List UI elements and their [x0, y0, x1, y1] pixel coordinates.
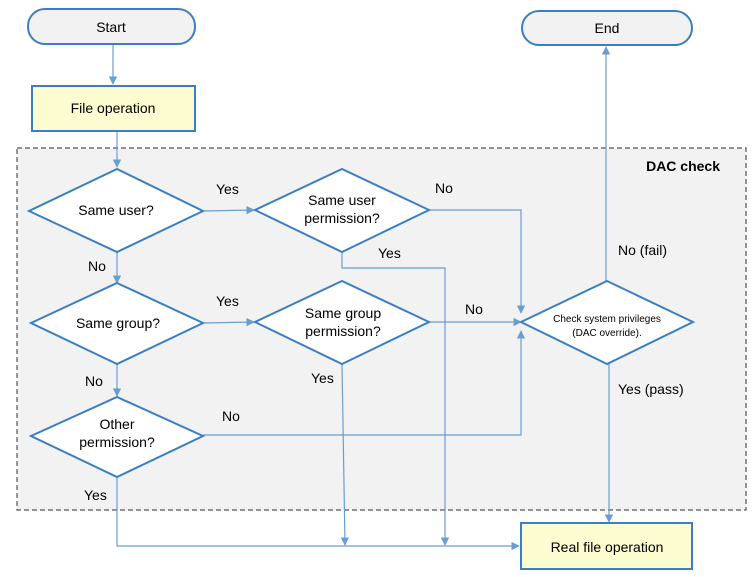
label-other-no: No [222, 408, 240, 424]
node-file-operation: File operation [31, 85, 196, 132]
label-user-perm-yes: Yes [378, 245, 401, 261]
label-user-perm-no: No [435, 180, 453, 196]
node-real-file-operation-label: Real file operation [551, 539, 664, 555]
edge-userperm-no [429, 209, 526, 314]
node-start: Start [27, 8, 196, 45]
edges [108, 44, 614, 551]
edge-labels: Yes No No Yes Yes No No Yes No Yes No (f… [84, 180, 684, 503]
edge-userperm-yes [341, 252, 450, 546]
label-sys-pass: Yes (pass) [618, 381, 684, 397]
node-same-group-permission-line1: Same group [305, 305, 381, 321]
label-user-no: No [88, 258, 106, 274]
label-user-yes: Yes [216, 181, 239, 197]
node-same-user-label: Same user? [78, 202, 154, 218]
label-group-perm-yes: Yes [311, 370, 334, 386]
edge-other-no [203, 330, 526, 436]
dac-check-title: DAC check [646, 158, 720, 174]
node-same-user: Same user? [26, 167, 206, 254]
node-same-user-permission-line2: permission? [304, 210, 380, 226]
node-other-permission-line2: permission? [79, 434, 155, 450]
node-check-system-privileges-line1: Check system privileges [553, 314, 661, 325]
label-other-yes: Yes [84, 487, 107, 503]
node-end-label: End [595, 20, 620, 36]
node-other-permission: Other permission? [28, 395, 206, 479]
label-group-yes: Yes [216, 293, 239, 309]
node-same-user-permission-line1: Same user [308, 192, 376, 208]
node-check-system-privileges: Check system privileges (DAC override). [518, 279, 696, 366]
edge-other-yes [116, 477, 520, 551]
label-group-perm-no: No [465, 301, 483, 317]
node-end: End [521, 10, 693, 46]
node-check-system-privileges-line2: (DAC override). [572, 328, 641, 339]
node-start-label: Start [96, 19, 126, 35]
node-same-group-permission-line2: permission? [305, 323, 381, 339]
node-file-operation-label: File operation [71, 100, 156, 116]
node-same-group-label: Same group? [76, 315, 160, 331]
label-sys-fail: No (fail) [618, 242, 667, 258]
node-real-file-operation: Real file operation [520, 522, 693, 570]
edge-groupperm-yes [340, 363, 350, 546]
edge-sameuser-yes [202, 205, 255, 215]
label-group-no: No [85, 373, 103, 389]
node-same-group: Same group? [28, 281, 206, 366]
node-other-permission-line1: Other [99, 416, 134, 432]
edge-samegroup-yes [202, 317, 255, 327]
node-same-group-permission: Same group permission? [252, 279, 432, 366]
node-same-user-permission: Same user permission? [252, 167, 432, 254]
